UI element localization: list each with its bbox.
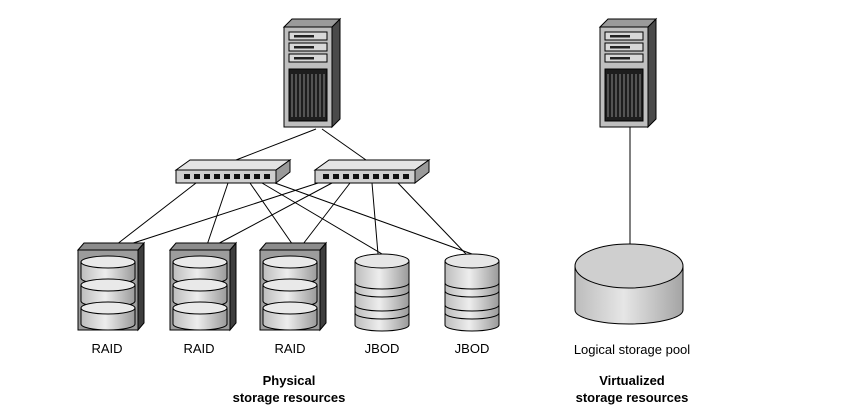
jbod-disk-stack-icon xyxy=(444,253,500,332)
raid-array-icon xyxy=(78,243,144,330)
link-server-switch1 xyxy=(235,128,317,161)
device-label-raid: RAID xyxy=(183,341,214,356)
virtual-caption-line2: storage resources xyxy=(576,390,689,405)
device-label-jbod: JBOD xyxy=(455,341,490,356)
jbod-disk-stack-icon xyxy=(354,253,410,332)
link-switch2-raid2 xyxy=(209,182,333,249)
pool-label: Logical storage pool xyxy=(574,342,690,357)
link-switch2-raid1 xyxy=(117,182,319,249)
raid-array-icon xyxy=(170,243,236,330)
network-switch-icon xyxy=(175,159,291,184)
virtual-caption-line1: Virtualized xyxy=(599,373,665,388)
server-tower-icon xyxy=(283,18,341,128)
link-server-switch2 xyxy=(321,128,367,161)
physical-caption-line1: Physical xyxy=(263,373,316,388)
connection-lines xyxy=(111,126,631,255)
device-label-jbod: JBOD xyxy=(365,341,400,356)
device-label-raid: RAID xyxy=(274,341,305,356)
server-tower-icon xyxy=(599,18,657,128)
physical-caption-line2: storage resources xyxy=(233,390,346,405)
link-switch2-jbod1 xyxy=(371,182,379,255)
link-switch1-raid1 xyxy=(111,182,197,249)
link-switch2-jbod2 xyxy=(397,182,467,255)
link-switch1-raid3 xyxy=(249,182,296,249)
raid-array-icon xyxy=(260,243,326,330)
link-switch2-raid3 xyxy=(299,182,351,249)
link-switch1-jbod2 xyxy=(274,182,473,255)
network-switch-icon xyxy=(314,159,430,184)
device-label-raid: RAID xyxy=(91,341,122,356)
storage-pool-cylinder-icon xyxy=(574,243,684,325)
